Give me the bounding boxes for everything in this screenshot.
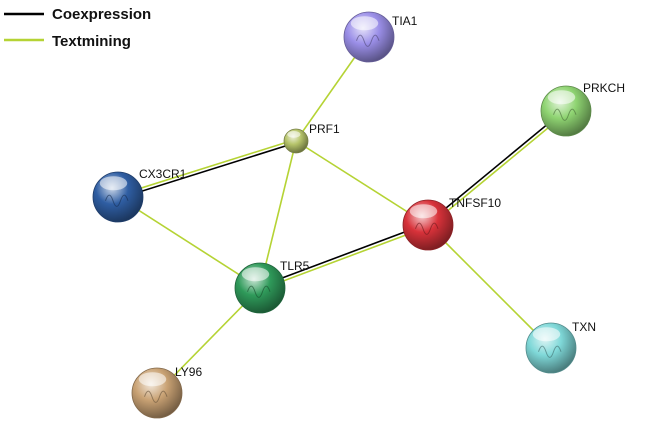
protein-structure-icon bbox=[553, 108, 577, 121]
edge-tnfsf10-prkch-coexpression bbox=[426, 109, 566, 225]
node-label-ly96: LY96 bbox=[175, 365, 202, 379]
node-highlight bbox=[409, 204, 438, 219]
edge-prf1-cx3cr1-coexpression bbox=[118, 141, 297, 200]
node-label-txn: TXN bbox=[572, 320, 596, 334]
node-prkch[interactable]: PRKCH bbox=[540, 81, 625, 137]
node-txn[interactable]: TXN bbox=[525, 320, 596, 374]
protein-structure-icon bbox=[415, 222, 439, 235]
node-label-cx3cr1: CX3CR1 bbox=[139, 167, 187, 181]
node-tlr5[interactable]: TLR5 bbox=[234, 259, 310, 314]
legend-label-coexpression: Coexpression bbox=[52, 6, 151, 23]
edge-cx3cr1-tlr5-textmining bbox=[117, 196, 261, 289]
node-label-prf1: PRF1 bbox=[309, 122, 340, 136]
protein-structure-icon bbox=[144, 390, 168, 403]
edge-tlr5-tnfsf10-coexpression bbox=[259, 222, 428, 288]
protein-structure-icon bbox=[538, 345, 562, 358]
node-tnfsf10[interactable]: TNFSF10 bbox=[402, 196, 501, 251]
protein-structure-icon bbox=[356, 34, 380, 47]
node-highlight bbox=[532, 327, 561, 342]
protein-structure-icon bbox=[247, 285, 271, 298]
node-label-prkch: PRKCH bbox=[583, 81, 625, 95]
edge-prf1-cx3cr1-textmining bbox=[117, 138, 296, 197]
protein-structure-icon bbox=[105, 194, 129, 207]
node-cx3cr1[interactable]: CX3CR1 bbox=[92, 167, 187, 223]
node-label-tlr5: TLR5 bbox=[280, 259, 310, 273]
node-prf1[interactable]: PRF1 bbox=[283, 122, 340, 154]
edges bbox=[117, 36, 568, 394]
edge-tnfsf10-txn-textmining bbox=[427, 224, 552, 349]
node-highlight bbox=[99, 176, 128, 191]
legend-label-textmining: Textmining bbox=[52, 33, 131, 50]
edge-prf1-tnfsf10-textmining bbox=[295, 140, 429, 226]
node-highlight bbox=[138, 372, 167, 387]
node-highlight bbox=[241, 267, 270, 282]
node-highlight bbox=[287, 131, 301, 138]
node-label-tnfsf10: TNFSF10 bbox=[449, 196, 501, 210]
node-tia1[interactable]: TIA1 bbox=[343, 11, 418, 63]
node-highlight bbox=[547, 90, 576, 105]
node-highlight bbox=[350, 16, 379, 31]
node-label-tia1: TIA1 bbox=[392, 14, 418, 28]
edge-tnfsf10-prkch-textmining bbox=[428, 111, 568, 227]
edge-tlr5-tnfsf10-textmining bbox=[260, 225, 429, 291]
legend: Coexpression Textmining bbox=[4, 6, 151, 50]
node-ly96[interactable]: LY96 bbox=[131, 365, 202, 419]
